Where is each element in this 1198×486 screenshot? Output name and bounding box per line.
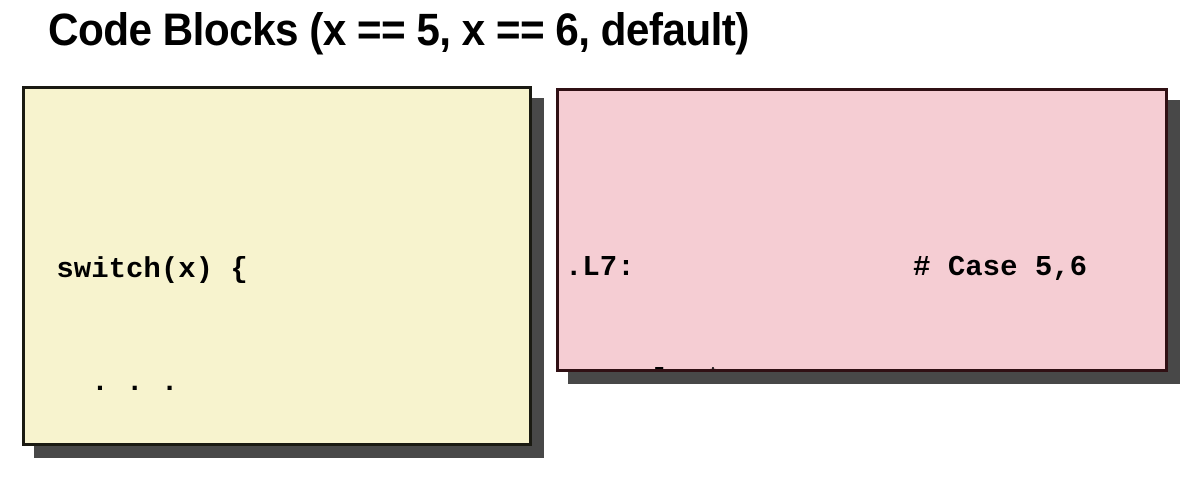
c-code-line: switch(x) {	[39, 253, 248, 286]
c-code-line: . . .	[39, 365, 179, 399]
c-code-lines: switch(x) { . . . case 5: // .L7 case 6:…	[39, 176, 529, 443]
c-code-box: switch(x) { . . . case 5: // .L7 case 6:…	[22, 86, 532, 446]
page-title: Code Blocks (x == 5, x == 6, default)	[48, 4, 749, 55]
asm-code-lines: .L7: # Case 5,6 movl $1, %eax # w = 1 su…	[565, 174, 1165, 370]
asm-code-line: .L7: # Case 5,6	[565, 251, 1088, 284]
asm-code-line: movl $1, %eax # w = 1	[565, 362, 1165, 370]
asm-code-box: .L7: # Case 5,6 movl $1, %eax # w = 1 su…	[556, 88, 1168, 372]
